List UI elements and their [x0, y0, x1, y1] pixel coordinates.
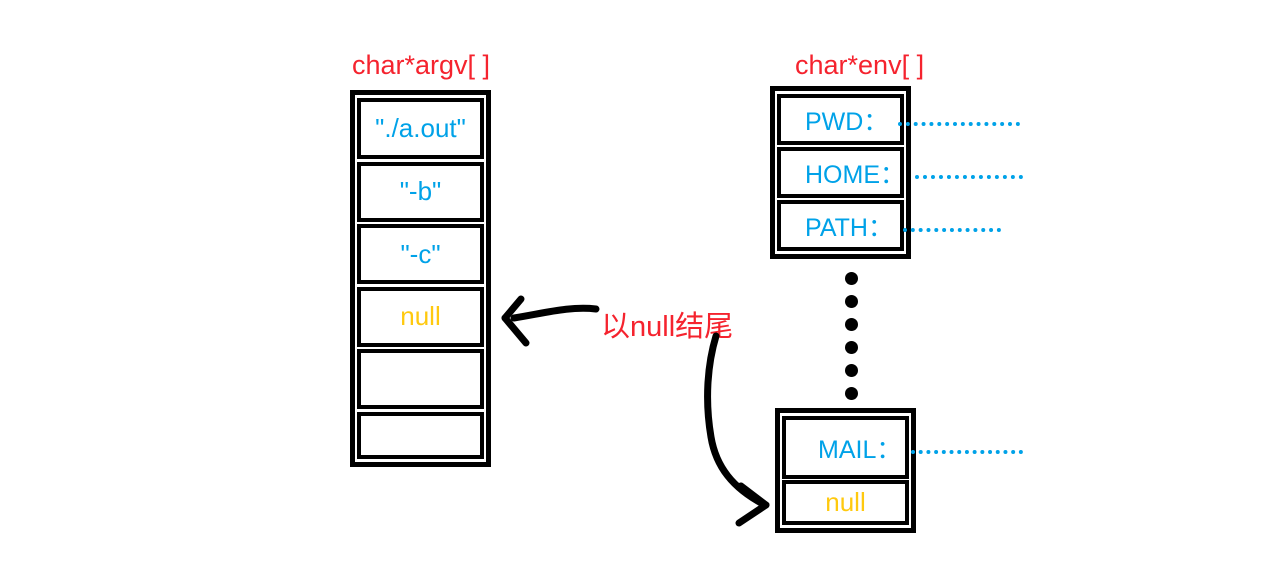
ellipsis-dot	[845, 318, 858, 331]
env-array-bottom-box: MAIL： null	[775, 408, 1024, 533]
argv-cell-aout: "./a.out"	[357, 98, 484, 159]
ellipsis-dot	[845, 295, 858, 308]
ellipsis-dot	[845, 341, 858, 354]
env-array-top-box: PWD： HOME： PATH：	[770, 86, 1024, 259]
env-label-home: HOME：	[805, 160, 906, 189]
env-cell-mail: MAIL：	[782, 416, 1024, 479]
env-array-title: char*env[ ]	[795, 50, 925, 80]
env-cell-null: null	[782, 480, 909, 525]
arrow-to-argv-null-icon	[501, 295, 600, 347]
null-terminator-annotation: 以null结尾	[601, 311, 734, 343]
env-cell-home: HOME：	[777, 147, 1024, 198]
env-label-path: PATH：	[805, 213, 893, 242]
ellipsis-dot	[845, 387, 858, 400]
arrow-to-env-null-icon	[704, 332, 770, 527]
ellipsis-dot	[845, 272, 858, 285]
dotted-line	[902, 227, 1001, 232]
argv-cell-null: null	[357, 286, 484, 347]
argv-cell-empty-2	[357, 411, 484, 459]
vertical-ellipsis	[845, 272, 858, 400]
argv-cell-c: "-c"	[357, 224, 484, 285]
argv-array-box: "./a.out" "-b" "-c" null	[350, 90, 491, 467]
env-label-mail: MAIL：	[818, 435, 902, 464]
argv-cell-b: "-b"	[357, 161, 484, 222]
dotted-line	[911, 449, 1024, 454]
argv-array-title: char*argv[ ]	[352, 50, 491, 80]
env-cell-path: PATH：	[777, 200, 1001, 251]
ellipsis-dot	[845, 364, 858, 377]
env-label-pwd: PWD：	[805, 107, 889, 136]
argv-cell-empty-1	[357, 349, 484, 410]
dotted-line	[898, 121, 1021, 126]
dotted-line	[915, 174, 1024, 179]
env-cell-pwd: PWD：	[777, 94, 1021, 145]
